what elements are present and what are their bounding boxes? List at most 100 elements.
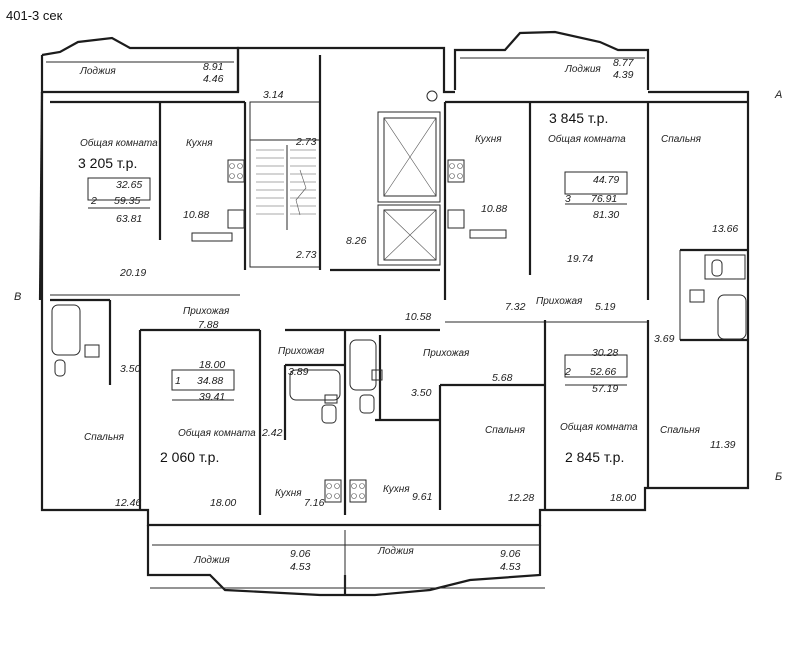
area-value: 9.06 xyxy=(290,548,311,560)
toilet-icon xyxy=(711,259,723,277)
sink-icon xyxy=(371,369,383,381)
area-value: 3.69 xyxy=(654,333,675,345)
area-value: 13.66 xyxy=(712,223,738,235)
apartment-a3: 18.00 1 34.88 39.41 2 060 т.р. xyxy=(160,359,225,465)
area-value: 10.58 xyxy=(405,311,431,323)
area-value: 2.42 xyxy=(261,427,283,439)
area-value: 3.14 xyxy=(263,89,284,101)
area-value: 5.19 xyxy=(595,301,616,313)
area-with-loggia: 63.81 xyxy=(116,213,142,225)
area-with-loggia: 39.41 xyxy=(199,391,225,403)
area-value: 8.26 xyxy=(346,235,367,247)
total-area: 59.35 xyxy=(114,195,140,207)
loggia-label: Лоджия xyxy=(377,546,414,557)
room-label-bedroom: Спальня xyxy=(661,134,702,145)
area-value: 20.19 xyxy=(119,267,146,279)
bathtub-icon xyxy=(51,304,81,356)
area-value: 12.28 xyxy=(508,492,534,504)
stove-icon xyxy=(349,479,367,503)
bathtub-icon xyxy=(289,369,341,401)
toilet-icon xyxy=(321,404,337,424)
area-value: 10.88 xyxy=(183,209,209,221)
area-value: 4.53 xyxy=(500,561,521,573)
room-label-hall: Прихожая xyxy=(536,296,583,307)
living-area: 32.65 xyxy=(116,179,142,191)
area-value: 5.68 xyxy=(492,372,513,384)
apartment-price: 2 060 т.р. xyxy=(160,449,219,465)
header: 401-3 сек xyxy=(6,8,63,23)
axis-label: A xyxy=(774,89,782,101)
elevators xyxy=(377,90,441,266)
room-label-bedroom: Спальня xyxy=(84,432,125,443)
room-count: 3 xyxy=(565,193,571,205)
area-value: 2.73 xyxy=(295,136,317,148)
axis-markers: A Б В xyxy=(14,89,782,483)
stove-icon xyxy=(447,159,465,183)
sink-icon xyxy=(689,289,705,303)
room-label-living: Общая комната xyxy=(548,133,626,145)
room-label-kitchen: Кухня xyxy=(383,484,410,495)
radiator-icon xyxy=(469,229,507,239)
area-value: 7.88 xyxy=(198,319,219,331)
area-value: 7.32 xyxy=(505,301,526,313)
area-value: 4.53 xyxy=(290,561,311,573)
area-value: 12.46 xyxy=(115,497,141,509)
living-area: 18.00 xyxy=(199,359,225,371)
radiator-icon xyxy=(191,232,233,242)
bathtub-icon xyxy=(349,339,377,391)
toilet-room-icon xyxy=(704,254,746,280)
total-area: 34.88 xyxy=(197,375,223,387)
kitchen-sink-icon xyxy=(227,209,245,229)
stove-icon xyxy=(227,159,245,183)
living-area: 44.79 xyxy=(593,174,619,186)
stair-treads xyxy=(256,145,316,230)
apartment-a4: 30.28 2 52.66 57.19 2 845 т.р. xyxy=(564,347,624,465)
area-value: 4.39 xyxy=(613,69,634,81)
outer-walls xyxy=(38,30,750,597)
info-boxes xyxy=(87,171,628,401)
room-count: 2 xyxy=(564,366,571,378)
apartment-a1: 3 205 т.р. 32.65 2 59.35 63.81 xyxy=(78,155,142,225)
room-label-bedroom: Спальня xyxy=(485,425,526,436)
bathtub-icon xyxy=(717,294,747,340)
area-value: 8.77 xyxy=(613,57,635,69)
area-with-loggia: 81.30 xyxy=(593,209,619,221)
room-label-living: Общая комната xyxy=(178,427,256,439)
area-value: 2.73 xyxy=(295,249,317,261)
area-value: 4.46 xyxy=(203,73,224,85)
apartment-a2: 3 845 т.р. 44.79 3 76.91 81.30 xyxy=(549,110,619,221)
room-label-kitchen: Кухня xyxy=(475,134,502,145)
room-label-bedroom: Спальня xyxy=(660,425,701,436)
area-value: 3.50 xyxy=(411,387,432,399)
area-value: 10.88 xyxy=(481,203,507,215)
area-value: 18.00 xyxy=(610,492,636,504)
room-labels: Лоджия 8.91 4.46 Лоджия 8.77 4.39 Общая … xyxy=(79,57,738,573)
area-value: 19.74 xyxy=(567,253,593,265)
room-count: 1 xyxy=(175,375,181,387)
area-value: 7.16 xyxy=(304,497,325,509)
loggia-label: Лоджия xyxy=(79,66,116,77)
total-area: 76.91 xyxy=(591,193,617,205)
sink-icon xyxy=(324,394,338,404)
area-value: 3.50 xyxy=(120,363,141,375)
room-label-hall: Прихожая xyxy=(423,348,470,359)
area-value: 11.39 xyxy=(710,439,736,451)
loggia-label: Лоджия xyxy=(564,64,601,75)
apartment-price: 3 845 т.р. xyxy=(549,110,608,126)
room-label-kitchen: Кухня xyxy=(186,138,213,149)
axis-label: Б xyxy=(775,471,782,483)
loggia-label: Лоджия xyxy=(193,555,230,566)
area-value: 8.91 xyxy=(203,61,223,73)
room-count: 2 xyxy=(90,195,97,207)
toilet-icon xyxy=(54,359,66,377)
room-label-hall: Прихожая xyxy=(278,346,325,357)
room-label-kitchen: Кухня xyxy=(275,488,302,499)
area-with-loggia: 57.19 xyxy=(592,383,618,395)
apartment-price: 3 205 т.р. xyxy=(78,155,137,171)
stove-icon xyxy=(324,479,342,503)
room-label-living: Общая комната xyxy=(560,421,638,433)
axis-label: В xyxy=(14,291,21,303)
kitchen-sink-icon xyxy=(447,209,465,229)
area-value: 18.00 xyxy=(210,497,236,509)
